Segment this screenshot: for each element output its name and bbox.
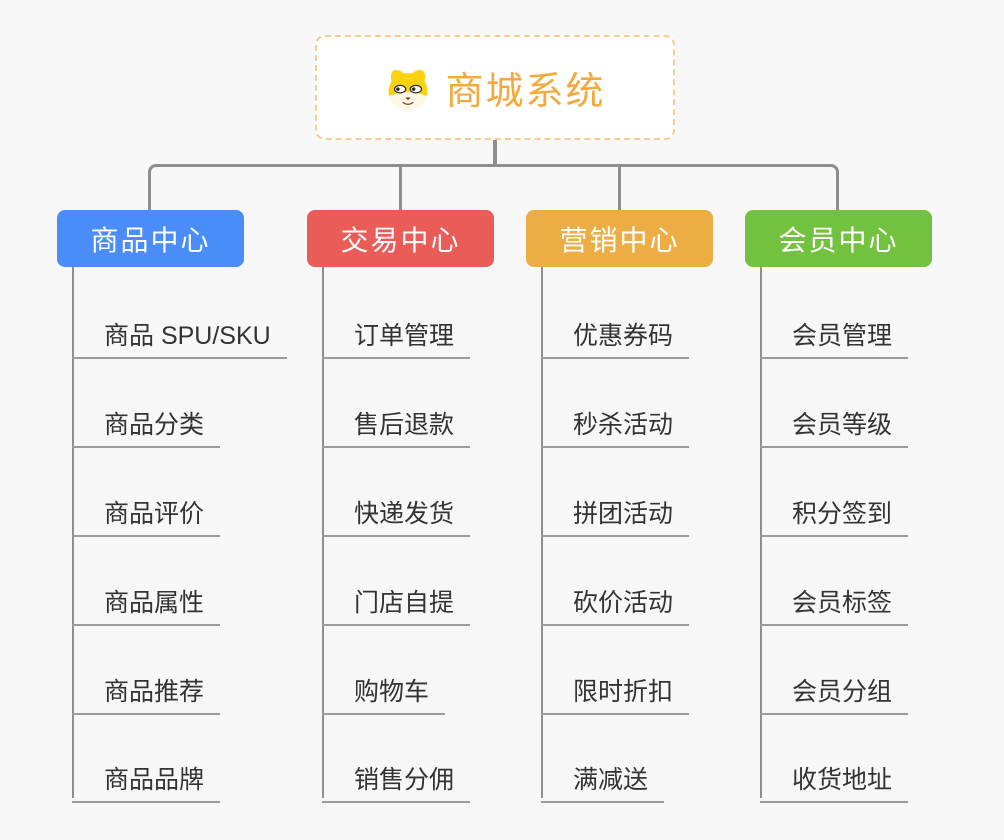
child-topic[interactable]: 售后退款 [322, 396, 471, 448]
child-topic[interactable]: 购物车 [322, 663, 446, 715]
branch-connector-line [72, 267, 74, 798]
child-topic[interactable]: 会员管理 [760, 307, 909, 359]
connector-drop-2 [399, 167, 402, 210]
child-topic[interactable]: 快递发货 [322, 485, 471, 537]
shiba-dog-icon [384, 65, 432, 111]
child-topic[interactable]: 门店自提 [322, 574, 471, 626]
branch-label: 会员中心 [778, 224, 899, 256]
branch-connector-line [541, 267, 543, 798]
child-topic[interactable]: 商品推荐 [72, 663, 221, 715]
child-topic[interactable]: 优惠券码 [541, 307, 690, 359]
child-topic[interactable]: 收货地址 [760, 751, 909, 803]
child-topic[interactable]: 订单管理 [322, 307, 471, 359]
child-topic[interactable]: 拼团活动 [541, 485, 690, 537]
child-topic[interactable]: 销售分佣 [322, 751, 471, 803]
branch-node[interactable]: 商品中心 [57, 210, 244, 267]
connector-trunk-left [148, 164, 401, 210]
child-topic[interactable]: 砍价活动 [541, 574, 690, 626]
child-topic[interactable]: 满减送 [541, 751, 665, 803]
connector-root-stem [493, 140, 497, 167]
child-topic[interactable]: 商品属性 [72, 574, 221, 626]
branch-label: 交易中心 [340, 224, 461, 256]
child-topic[interactable]: 商品 SPU/SKU [72, 307, 287, 359]
child-topic[interactable]: 商品分类 [72, 396, 221, 448]
child-topic[interactable]: 积分签到 [760, 485, 909, 537]
connector-trunk-right [620, 164, 839, 210]
branch-connector-line [322, 267, 324, 798]
connector-drop-3 [618, 167, 621, 210]
branch-node[interactable]: 会员中心 [745, 210, 932, 267]
child-topic[interactable]: 秒杀活动 [541, 396, 690, 448]
branch-node[interactable]: 营销中心 [526, 210, 713, 267]
branch-label: 商品中心 [90, 224, 211, 256]
connector-trunk-middle [398, 164, 622, 167]
branch-node[interactable]: 交易中心 [307, 210, 494, 267]
child-topic[interactable]: 会员标签 [760, 574, 909, 626]
branch-label: 营销中心 [559, 224, 680, 256]
root-topic[interactable]: 商城系统 [315, 35, 675, 140]
branch-connector-line [760, 267, 762, 798]
root-title: 商城系统 [445, 71, 606, 113]
child-topic[interactable]: 会员等级 [760, 396, 909, 448]
child-topic[interactable]: 会员分组 [760, 663, 909, 715]
child-topic[interactable]: 商品评价 [72, 485, 221, 537]
child-topic[interactable]: 限时折扣 [541, 663, 690, 715]
child-topic[interactable]: 商品品牌 [72, 751, 221, 803]
